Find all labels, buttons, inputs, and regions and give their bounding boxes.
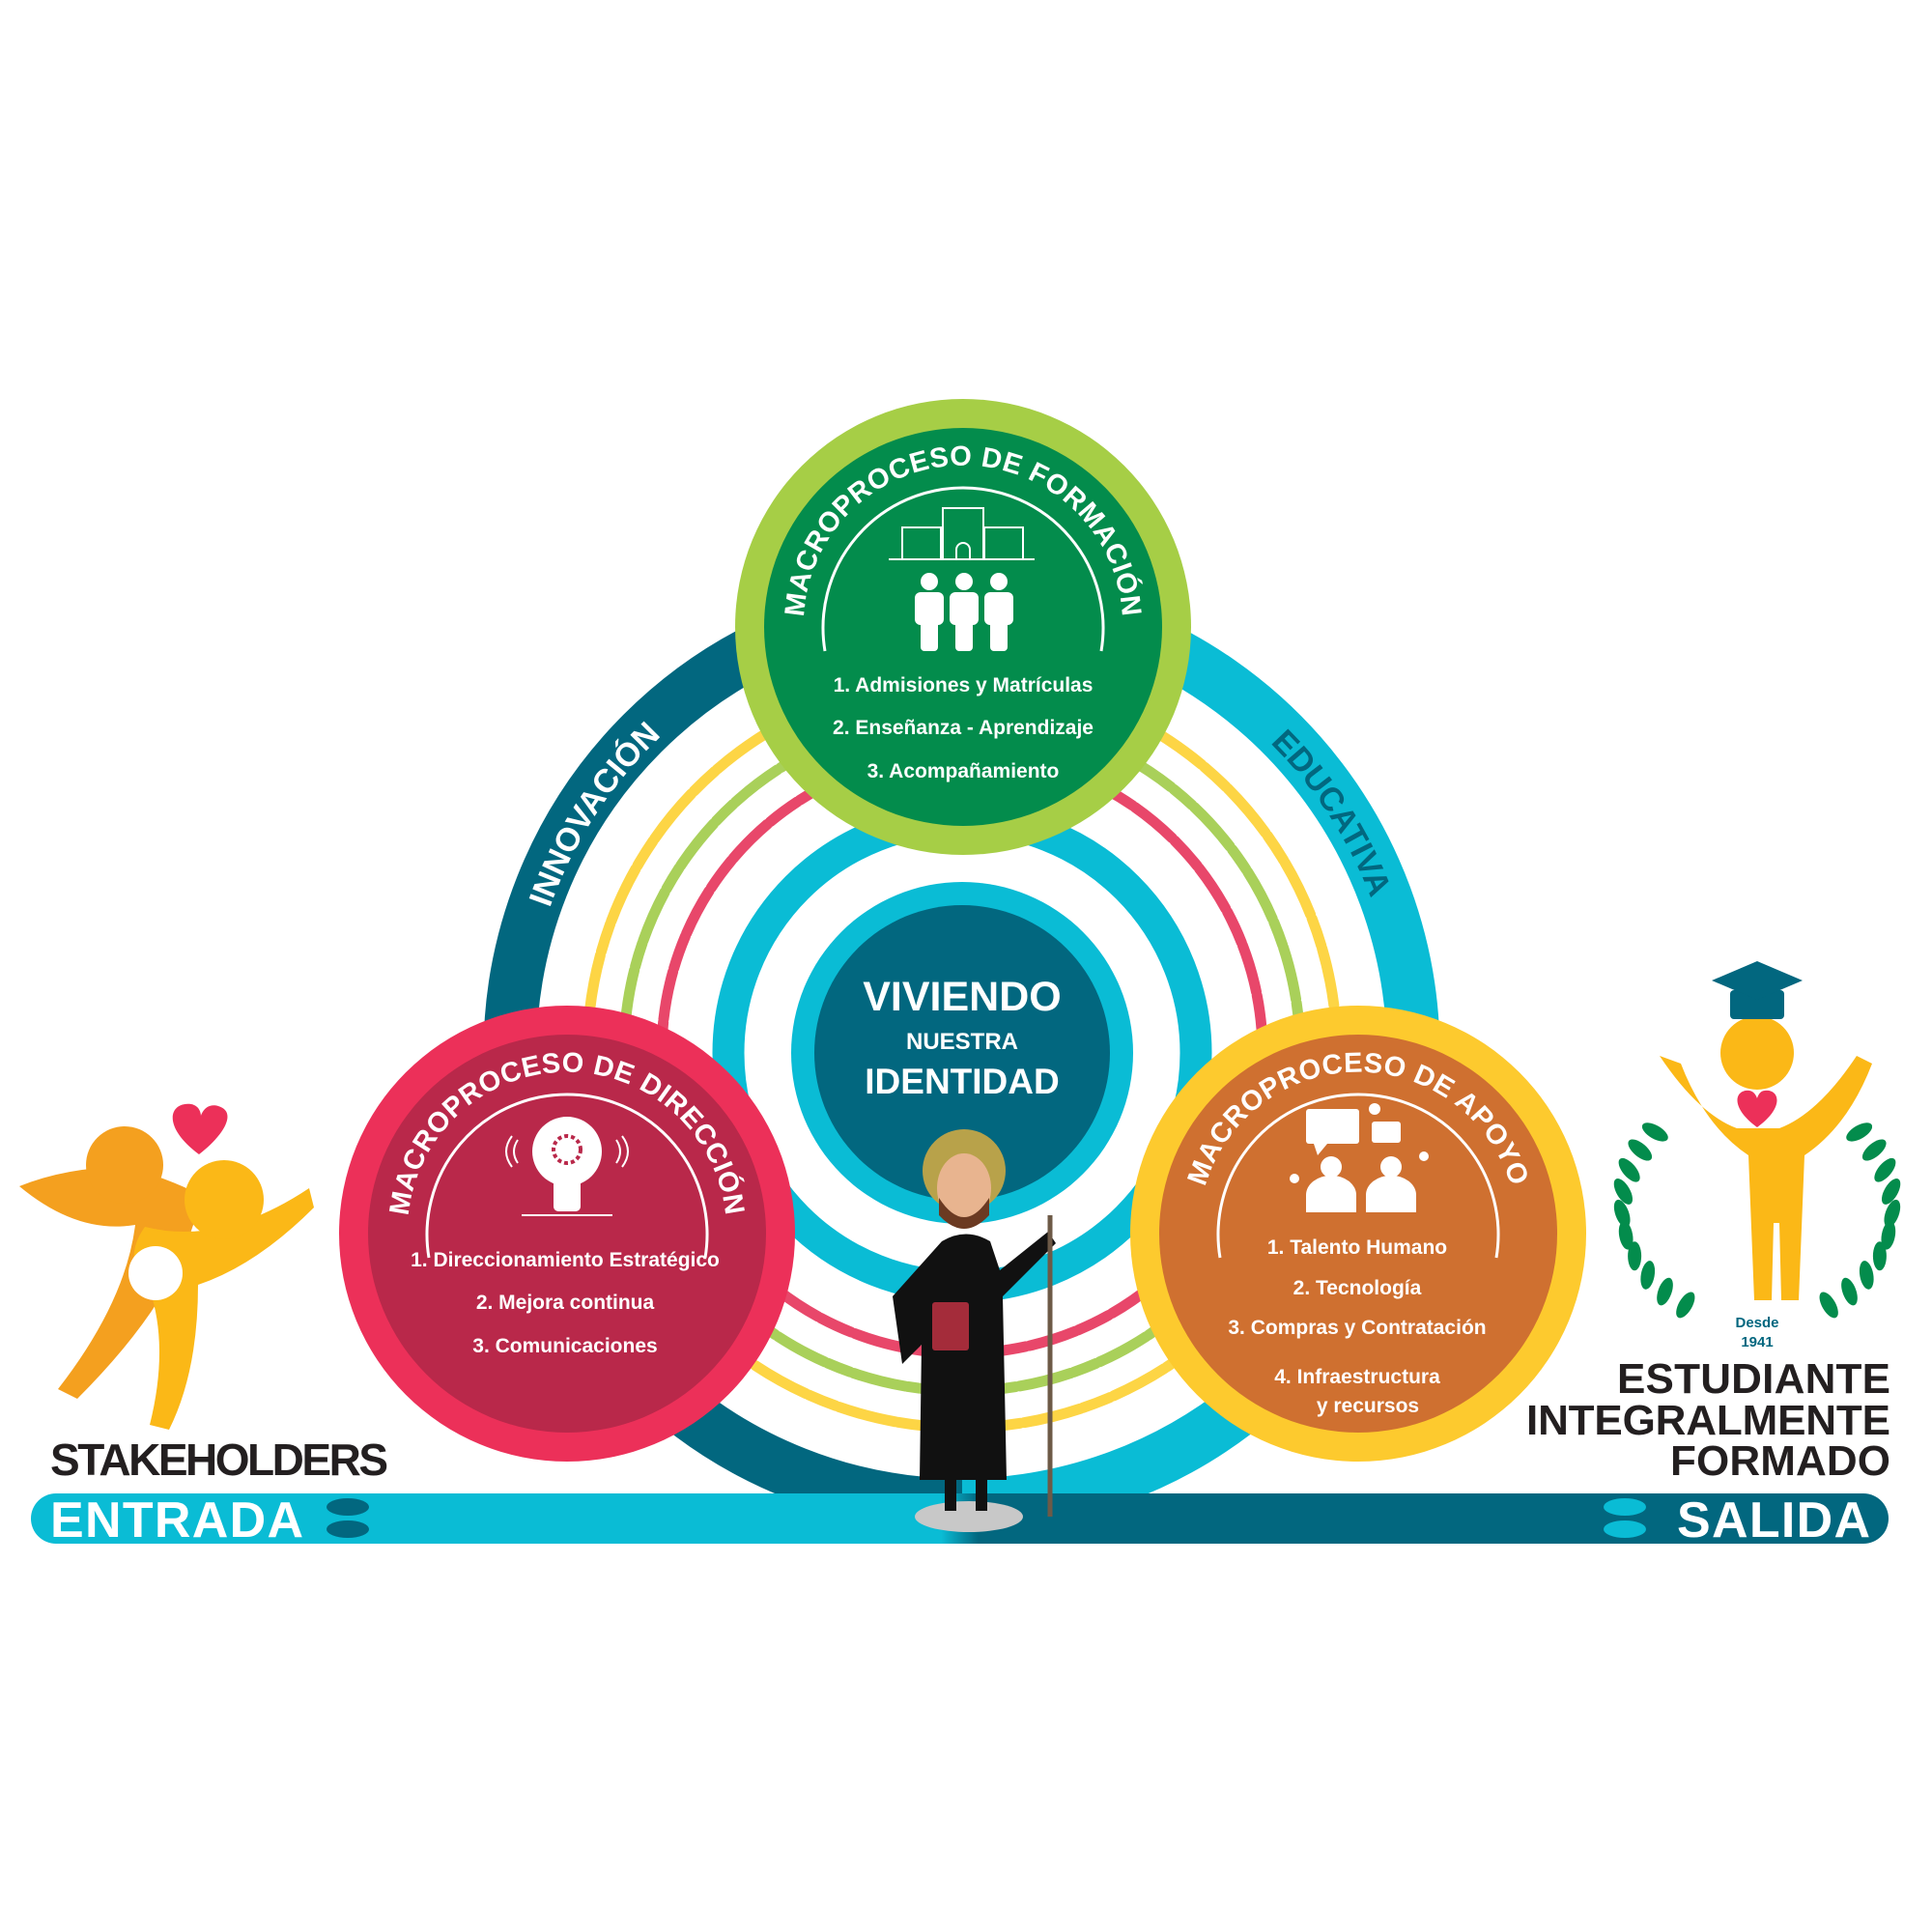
laurel-leaf <box>1881 1178 1901 1205</box>
direccion-item: 1. Direccionamiento Estratégico <box>411 1249 720 1271</box>
heart-icon <box>1737 1090 1777 1127</box>
innovacion-label: INNOVACIÓN <box>523 715 668 911</box>
center-identity-circle: VIVIENDO NUESTRA IDENTIDAD <box>791 882 1133 1224</box>
yellow-person <box>133 1188 314 1430</box>
shadow <box>915 1501 1023 1532</box>
signal-icon <box>505 1135 519 1168</box>
macroproceso-direccion: MACROPROCESO DE DIRECCIÓN 1. Direccionam… <box>339 1006 795 1462</box>
saint-figure-illustration <box>893 1129 1056 1532</box>
laurel-leaf <box>1657 1277 1673 1306</box>
orange-person <box>19 1167 203 1399</box>
heart-icon <box>172 1103 228 1154</box>
center-line3: IDENTIDAD <box>865 1062 1059 1101</box>
laurel-leaf <box>1618 1157 1640 1182</box>
laurel-leaf <box>1676 1292 1695 1319</box>
child-head <box>128 1246 183 1300</box>
laurel-leaf <box>1859 1261 1874 1290</box>
chat-people-icon <box>1290 1103 1429 1212</box>
laurel-leaf <box>1861 1139 1887 1161</box>
footprints-icon <box>327 1498 369 1538</box>
entrada-label: ENTRADA <box>50 1492 303 1548</box>
title-underline <box>1216 1093 1500 1259</box>
estudiante-line2: INTEGRALMENTE <box>1526 1397 1890 1444</box>
badge-year: 1941 <box>1741 1334 1773 1350</box>
laurel-wreath <box>1613 1122 1901 1319</box>
apoyo-item: 2. Tecnología <box>1293 1277 1422 1299</box>
building-icon <box>889 507 1035 560</box>
center-circle-fill <box>814 905 1110 1201</box>
laurel-leaf <box>1618 1220 1634 1250</box>
graduate-head <box>1720 1016 1794 1090</box>
center-line2: NUESTRA <box>906 1029 1018 1055</box>
laurel-leaf <box>1884 1199 1901 1228</box>
leg <box>945 1478 956 1511</box>
laurel-leaf <box>1846 1122 1873 1142</box>
laurel-leaf <box>1628 1139 1653 1161</box>
laurel-leaf <box>1613 1199 1631 1228</box>
laurel-leaf <box>1841 1277 1858 1306</box>
laurel-leaf <box>1881 1220 1896 1250</box>
formacion-item: 3. Acompañamiento <box>867 760 1060 782</box>
direccion-item: 3. Comunicaciones <box>472 1335 657 1357</box>
title-underline <box>425 1093 709 1259</box>
robe <box>893 1232 1056 1480</box>
beard <box>939 1198 989 1229</box>
stakeholders-illustration <box>19 1103 314 1430</box>
laurel-leaf <box>1628 1241 1642 1271</box>
footprints-icon <box>1604 1498 1646 1538</box>
laurel-leaf <box>1874 1157 1896 1182</box>
lightbulb-gear-icon <box>505 1117 629 1216</box>
apoyo-item: 4. Infraestructura <box>1274 1366 1440 1388</box>
bible-icon <box>932 1302 969 1350</box>
graduate-body <box>1660 1056 1872 1300</box>
graduation-cap-icon <box>1712 961 1803 1019</box>
macroproceso-formacion: MACROPROCESO DE FORMACIÓN 1. Admisiones … <box>735 399 1191 855</box>
estudiante-line3: FORMADO <box>1670 1437 1890 1485</box>
apoyo-item: 1. Talento Humano <box>1267 1236 1447 1259</box>
laurel-leaf <box>1819 1292 1838 1319</box>
apoyo-item: 3. Compras y Contratación <box>1228 1317 1486 1339</box>
yellow-head <box>185 1160 264 1239</box>
face <box>937 1153 991 1223</box>
estudiante-line1: ESTUDIANTE <box>1617 1355 1890 1403</box>
title-underline <box>821 486 1105 652</box>
badge-desde: Desde <box>1735 1315 1778 1331</box>
formacion-item: 1. Admisiones y Matrículas <box>834 674 1094 696</box>
macroproceso-apoyo: MACROPROCESO DE APOYO 1. Talento Humano … <box>1130 1006 1586 1462</box>
apoyo-item: y recursos <box>1317 1395 1419 1417</box>
laurel-leaf <box>1613 1178 1634 1205</box>
salida-label: SALIDA <box>1677 1492 1870 1548</box>
formacion-item: 2. Enseñanza - Aprendizaje <box>833 717 1094 739</box>
center-line1: VIVIENDO <box>863 974 1062 1020</box>
people-icon <box>915 573 1013 651</box>
signal-icon <box>615 1135 629 1168</box>
laurel-leaf <box>1640 1261 1656 1290</box>
leg <box>976 1478 987 1511</box>
orange-head <box>86 1126 163 1204</box>
laurel-leaf <box>1641 1122 1668 1142</box>
laurel-leaf <box>1872 1241 1887 1271</box>
direccion-item: 2. Mejora continua <box>476 1292 655 1314</box>
outer-ring-bottom <box>961 1376 1273 1532</box>
graduate-illustration <box>1613 961 1901 1319</box>
stakeholders-label: STAKEHOLDERS <box>50 1435 388 1485</box>
